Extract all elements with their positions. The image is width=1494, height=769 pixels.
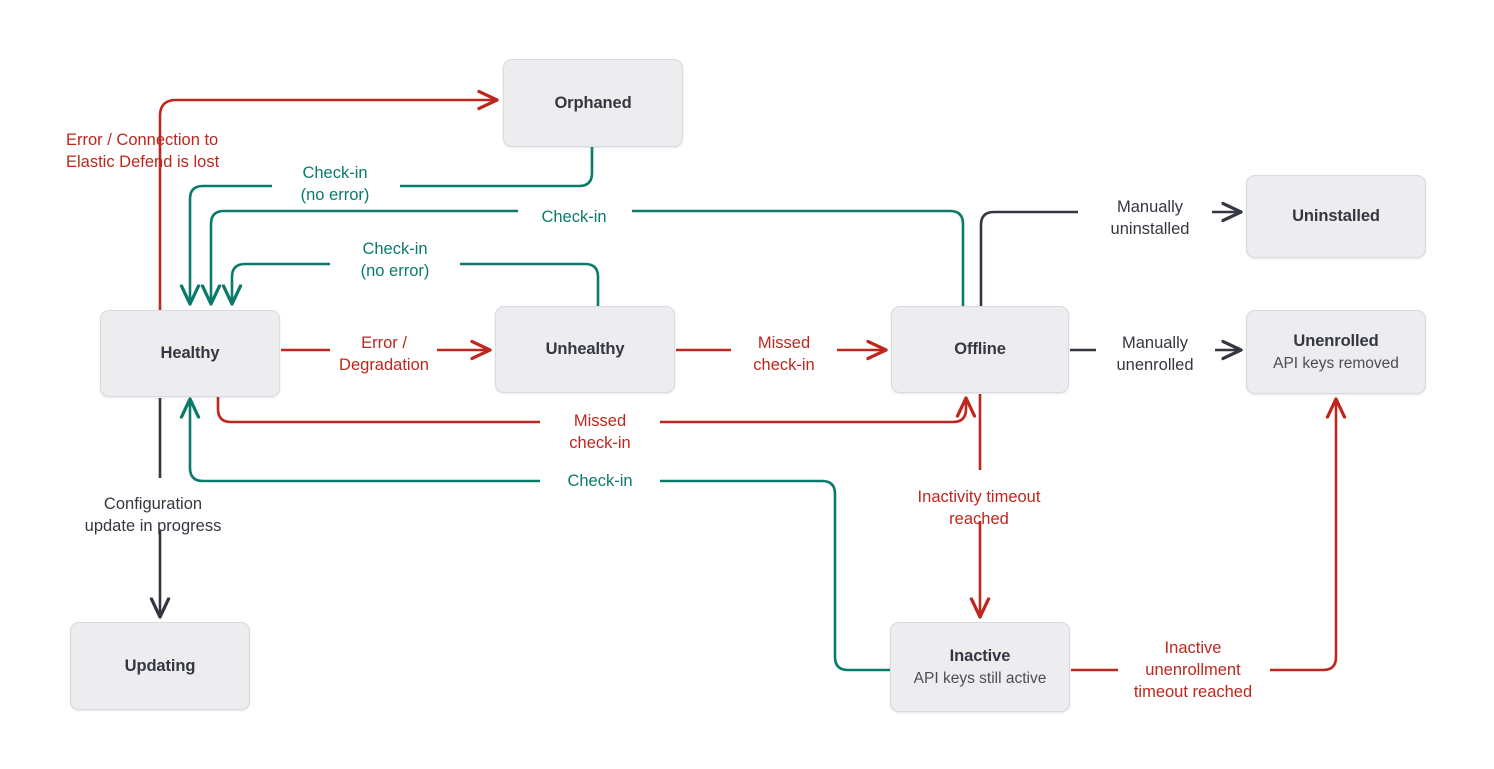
edge-unhealthy-to-healthy-2 bbox=[232, 262, 330, 303]
edge-healthy-to-offline bbox=[216, 397, 540, 424]
edge-orphaned-to-healthy bbox=[400, 147, 594, 188]
node-updating-title: Updating bbox=[124, 656, 196, 675]
node-inactive[interactable]: Inactive API keys still active bbox=[890, 622, 1070, 712]
edge-label-checkin-offline: Check-in bbox=[541, 208, 607, 226]
node-updating[interactable]: Updating bbox=[70, 622, 250, 710]
edge-label-error-degradation: Error / Degradation bbox=[339, 334, 429, 374]
edge-inactive-to-healthy-2 bbox=[190, 400, 540, 483]
node-inactive-title: Inactive bbox=[949, 646, 1011, 665]
edge-label-configuration-update: Configuration update in progress bbox=[84, 495, 222, 535]
edge-orphaned-to-healthy-2 bbox=[190, 184, 272, 303]
node-unenrolled-title: Unenrolled bbox=[1293, 331, 1379, 350]
node-offline-title: Offline bbox=[954, 340, 1006, 358]
edge-label-inactivity-timeout: Inactivity timeout reached bbox=[917, 488, 1041, 528]
edge-offline-to-healthy bbox=[632, 209, 965, 306]
edge-inactive-to-unenrolled-2 bbox=[1270, 400, 1336, 672]
edge-label-manually-uninstalled: Manually uninstalled bbox=[1110, 198, 1190, 238]
edge-inactive-to-healthy bbox=[660, 479, 890, 672]
node-uninstalled-title: Uninstalled bbox=[1292, 207, 1380, 225]
edge-label-missed-checkin-healthy: Missed check-in bbox=[569, 412, 631, 452]
node-unhealthy-title: Unhealthy bbox=[545, 340, 625, 358]
node-healthy-title: Healthy bbox=[160, 344, 220, 362]
node-uninstalled[interactable]: Uninstalled bbox=[1246, 175, 1426, 258]
node-inactive-subtitle: API keys still active bbox=[913, 669, 1047, 687]
edge-label-inactive-unenrollment: Inactive unenrollment timeout reached bbox=[1133, 639, 1253, 701]
edge-unhealthy-to-healthy bbox=[460, 262, 600, 306]
node-unhealthy[interactable]: Unhealthy bbox=[495, 306, 675, 393]
node-orphaned-title: Orphaned bbox=[554, 93, 632, 112]
edge-label-missed-checkin-unhealthy: Missed check-in bbox=[753, 334, 815, 374]
node-offline[interactable]: Offline bbox=[891, 306, 1069, 393]
edge-label-checkin-no-error-orphaned: Check-in (no error) bbox=[300, 164, 370, 204]
edge-label-error-connection: Error / Connection to Elastic Defend is … bbox=[66, 131, 220, 171]
node-unenrolled[interactable]: Unenrolled API keys removed bbox=[1246, 310, 1426, 394]
edge-label-checkin-no-error-unhealthy: Check-in (no error) bbox=[360, 240, 430, 280]
edge-offline-to-uninstalled bbox=[979, 210, 1078, 306]
node-unenrolled-subtitle: API keys removed bbox=[1273, 354, 1399, 372]
node-healthy[interactable]: Healthy bbox=[100, 310, 280, 397]
edge-healthy-to-offline-2 bbox=[660, 399, 966, 424]
edge-label-checkin-inactive: Check-in bbox=[567, 472, 633, 490]
edge-label-manually-unenrolled: Manually unenrolled bbox=[1116, 334, 1194, 374]
node-orphaned[interactable]: Orphaned bbox=[503, 59, 683, 147]
